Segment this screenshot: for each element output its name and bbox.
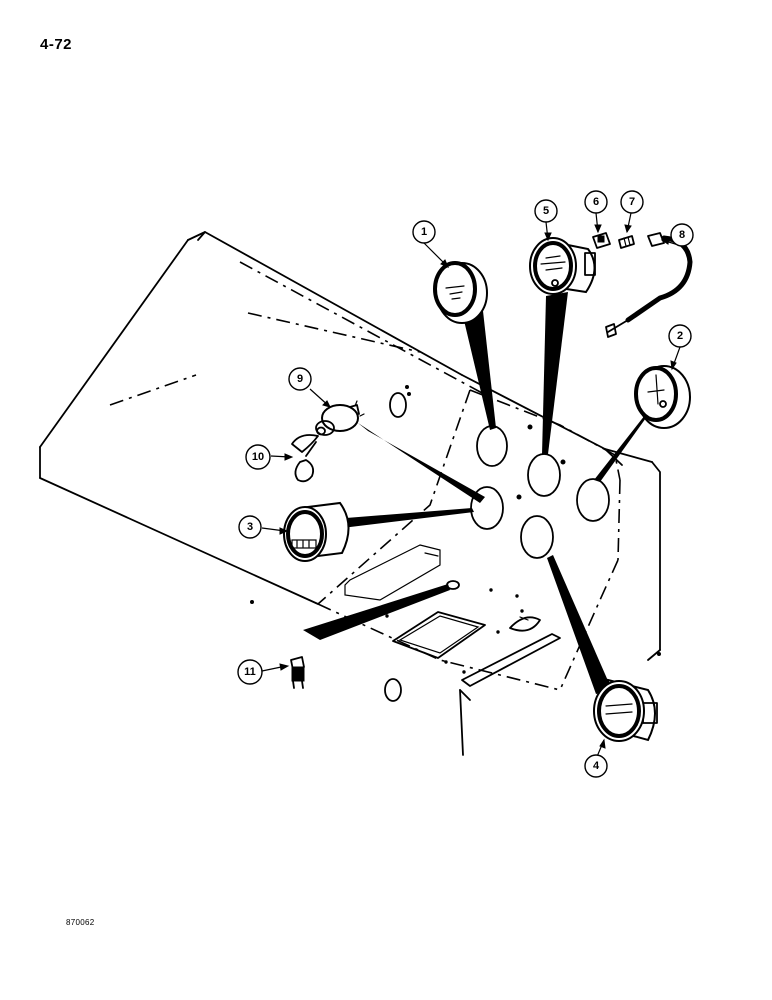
svg-text:1: 1 [421,226,427,238]
svg-text:9: 9 [297,373,303,385]
connector-part-6 [592,232,611,249]
hourmeter-part-3 [283,501,350,562]
leader-beams [303,292,656,694]
gauge-part-2 [634,365,691,429]
callout-11: 11 [237,659,263,685]
hose-part-8 [605,232,693,338]
svg-text:3: 3 [247,521,253,533]
page-number: 4-72 [40,36,73,53]
callout-8: 8 [670,223,694,247]
leader-arrowheads [279,224,677,749]
ammeter-part-4 [593,678,658,742]
key-switch-part-9 [315,400,365,436]
console-housing [39,231,661,756]
svg-text:11: 11 [244,666,256,678]
svg-text:10: 10 [252,451,264,463]
panel-gauge-holes [446,425,610,590]
pressure-gauge-part-5 [529,237,596,295]
key-part-10 [291,434,319,483]
svg-text:8: 8 [679,229,685,241]
svg-text:7: 7 [629,196,635,208]
svg-text:4: 4 [593,760,600,772]
indicator-lamp-part-11 [290,656,305,689]
mounting-holes [250,385,661,674]
callout-7: 7 [620,190,644,214]
callout-1: 1 [412,220,436,244]
callout-2: 2 [668,324,692,348]
svg-text:2: 2 [677,330,683,342]
callout-6: 6 [584,190,608,214]
gauge-part-1 [433,261,488,324]
callout-4: 4 [584,754,608,778]
fitting-part-7 [618,235,635,249]
callout-5: 5 [534,199,558,223]
callout-10: 10 [245,444,271,470]
callout-3: 3 [238,515,262,539]
svg-text:5: 5 [543,205,549,217]
figure-code: 870062 [66,918,95,927]
svg-text:6: 6 [593,196,599,208]
callout-9: 9 [288,367,312,391]
